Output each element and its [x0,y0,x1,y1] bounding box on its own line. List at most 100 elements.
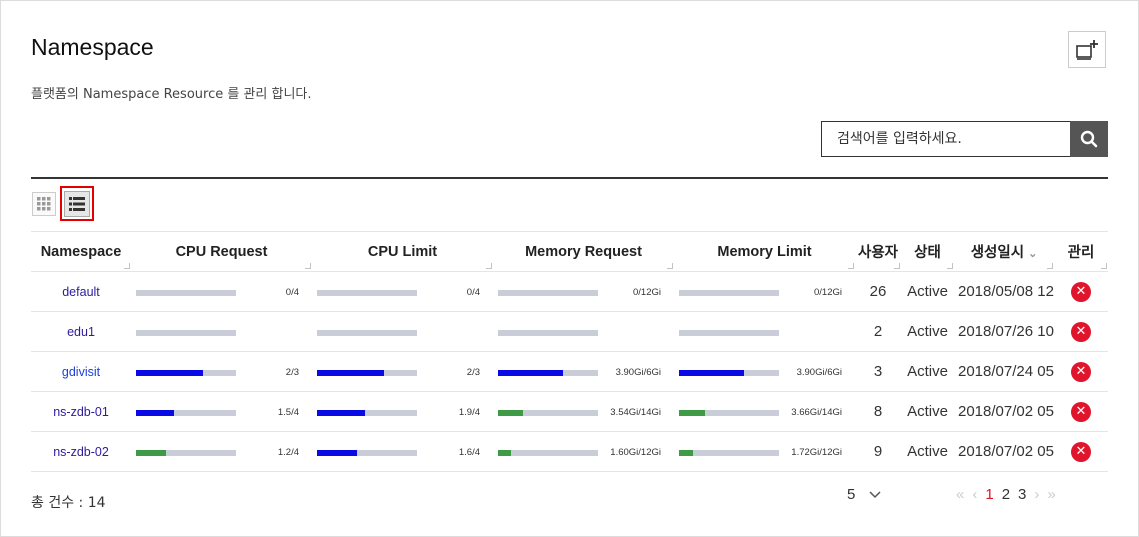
resize-handle[interactable] [1047,263,1053,269]
usage-bar [679,330,779,336]
usage-bar [317,450,417,456]
column-header-created[interactable]: 생성일시 ⌄ [954,232,1054,272]
created-date: 2018/07/02 05: [954,391,1054,432]
page-subtitle: 플랫폼의 Namespace Resource 를 관리 합니다. [31,87,312,102]
search-input[interactable] [821,121,1070,157]
page-size-select[interactable]: 5 [847,486,881,503]
status-text: Active [901,431,954,472]
usage-bar [136,330,236,336]
resize-handle[interactable] [486,263,492,269]
first-page-icon[interactable]: « [956,486,965,503]
prev-page-icon[interactable]: ‹ [972,486,978,503]
usage-bar-fill [679,410,706,416]
namespace-link[interactable]: default [62,284,100,299]
usage-bar [679,450,779,456]
usage-value: 1.6/4 [458,447,480,458]
usage-bar [317,410,417,416]
column-header-cpu-limit[interactable]: CPU Limit [312,232,493,272]
usage-value: 0/4 [285,287,299,298]
usage-bar [136,450,236,456]
list-icon [69,196,85,211]
column-header-manage[interactable]: 관리 [1054,232,1108,272]
status-text: Active [901,271,954,312]
column-header-memory-limit[interactable]: Memory Limit [674,232,855,272]
usage-bar-fill [498,450,512,456]
namespace-link[interactable]: ns-zdb-01 [53,404,109,419]
created-date: 2018/07/24 05: [954,351,1054,392]
usage-bar-fill [679,370,744,376]
namespace-link[interactable]: edu1 [67,324,95,339]
grid-view-button[interactable] [32,192,56,216]
column-header-status[interactable]: 상태 [901,232,954,272]
resize-handle[interactable] [894,263,900,269]
namespace-link[interactable]: ns-zdb-02 [53,444,109,459]
resize-handle[interactable] [667,263,673,269]
page-size-value: 5 [847,486,856,503]
usage-value: 0/12Gi [633,287,661,298]
search-icon [1080,130,1098,148]
usage-value: 2/3 [285,367,299,378]
usage-bar [679,410,779,416]
usage-bar [498,370,598,376]
created-date: 2018/07/02 05: [954,431,1054,472]
resize-handle[interactable] [124,263,130,269]
user-count: 3 [855,351,901,392]
usage-bar [498,330,598,336]
user-count: 8 [855,391,901,432]
usage-bar [136,410,236,416]
usage-bar [136,370,236,376]
namespace-table: Namespace CPU Request CPU Limit Memory R… [31,231,1108,472]
page-link-2[interactable]: 2 [1001,486,1011,503]
resize-handle[interactable] [947,263,953,269]
pagination: « ‹ 1 2 3 › » [956,486,1056,503]
column-header-cpu-request[interactable]: CPU Request [131,232,312,272]
usage-bar-fill [498,370,563,376]
grid-icon [37,197,51,211]
header-divider [31,177,1108,179]
usage-value: 3.90Gi/6Gi [796,367,842,378]
usage-bar [498,410,598,416]
resize-handle[interactable] [848,263,854,269]
add-namespace-button[interactable] [1068,31,1106,68]
page-title: Namespace [31,34,154,60]
usage-bar-fill [679,450,694,456]
resize-handle[interactable] [305,263,311,269]
usage-value: 0/4 [466,287,480,298]
column-header-namespace[interactable]: Namespace [31,232,131,272]
usage-bar-fill [136,370,203,376]
usage-value: 1.5/4 [277,407,299,418]
next-page-icon[interactable]: › [1034,486,1040,503]
page-link-1[interactable]: 1 [985,486,994,503]
usage-value: 3.66Gi/14Gi [791,407,842,418]
sort-chevron-icon: ⌄ [1028,248,1038,260]
usage-value: 1.2/4 [277,447,299,458]
delete-icon[interactable]: ✕ [1071,281,1091,302]
list-view-button[interactable] [60,186,94,221]
status-text: Active [901,311,954,352]
page-link-3[interactable]: 3 [1018,486,1027,503]
delete-icon[interactable]: ✕ [1071,361,1091,382]
add-window-icon [1076,39,1098,60]
column-header-users[interactable]: 사용자 [855,232,901,272]
status-text: Active [901,391,954,432]
usage-bar [136,290,236,296]
delete-icon[interactable]: ✕ [1071,441,1091,462]
table-header-row: Namespace CPU Request CPU Limit Memory R… [31,231,1108,272]
delete-icon[interactable]: ✕ [1071,321,1091,342]
user-count: 9 [855,431,901,472]
namespace-link[interactable]: gdivisit [61,364,101,379]
search-button[interactable] [1070,121,1108,157]
usage-bar-fill [498,410,524,416]
delete-icon[interactable]: ✕ [1071,401,1091,422]
usage-bar [317,370,417,376]
column-header-memory-request[interactable]: Memory Request [493,232,674,272]
resize-handle[interactable] [1101,263,1107,269]
last-page-icon[interactable]: » [1047,486,1056,503]
usage-bar [317,330,417,336]
usage-bar [498,290,598,296]
